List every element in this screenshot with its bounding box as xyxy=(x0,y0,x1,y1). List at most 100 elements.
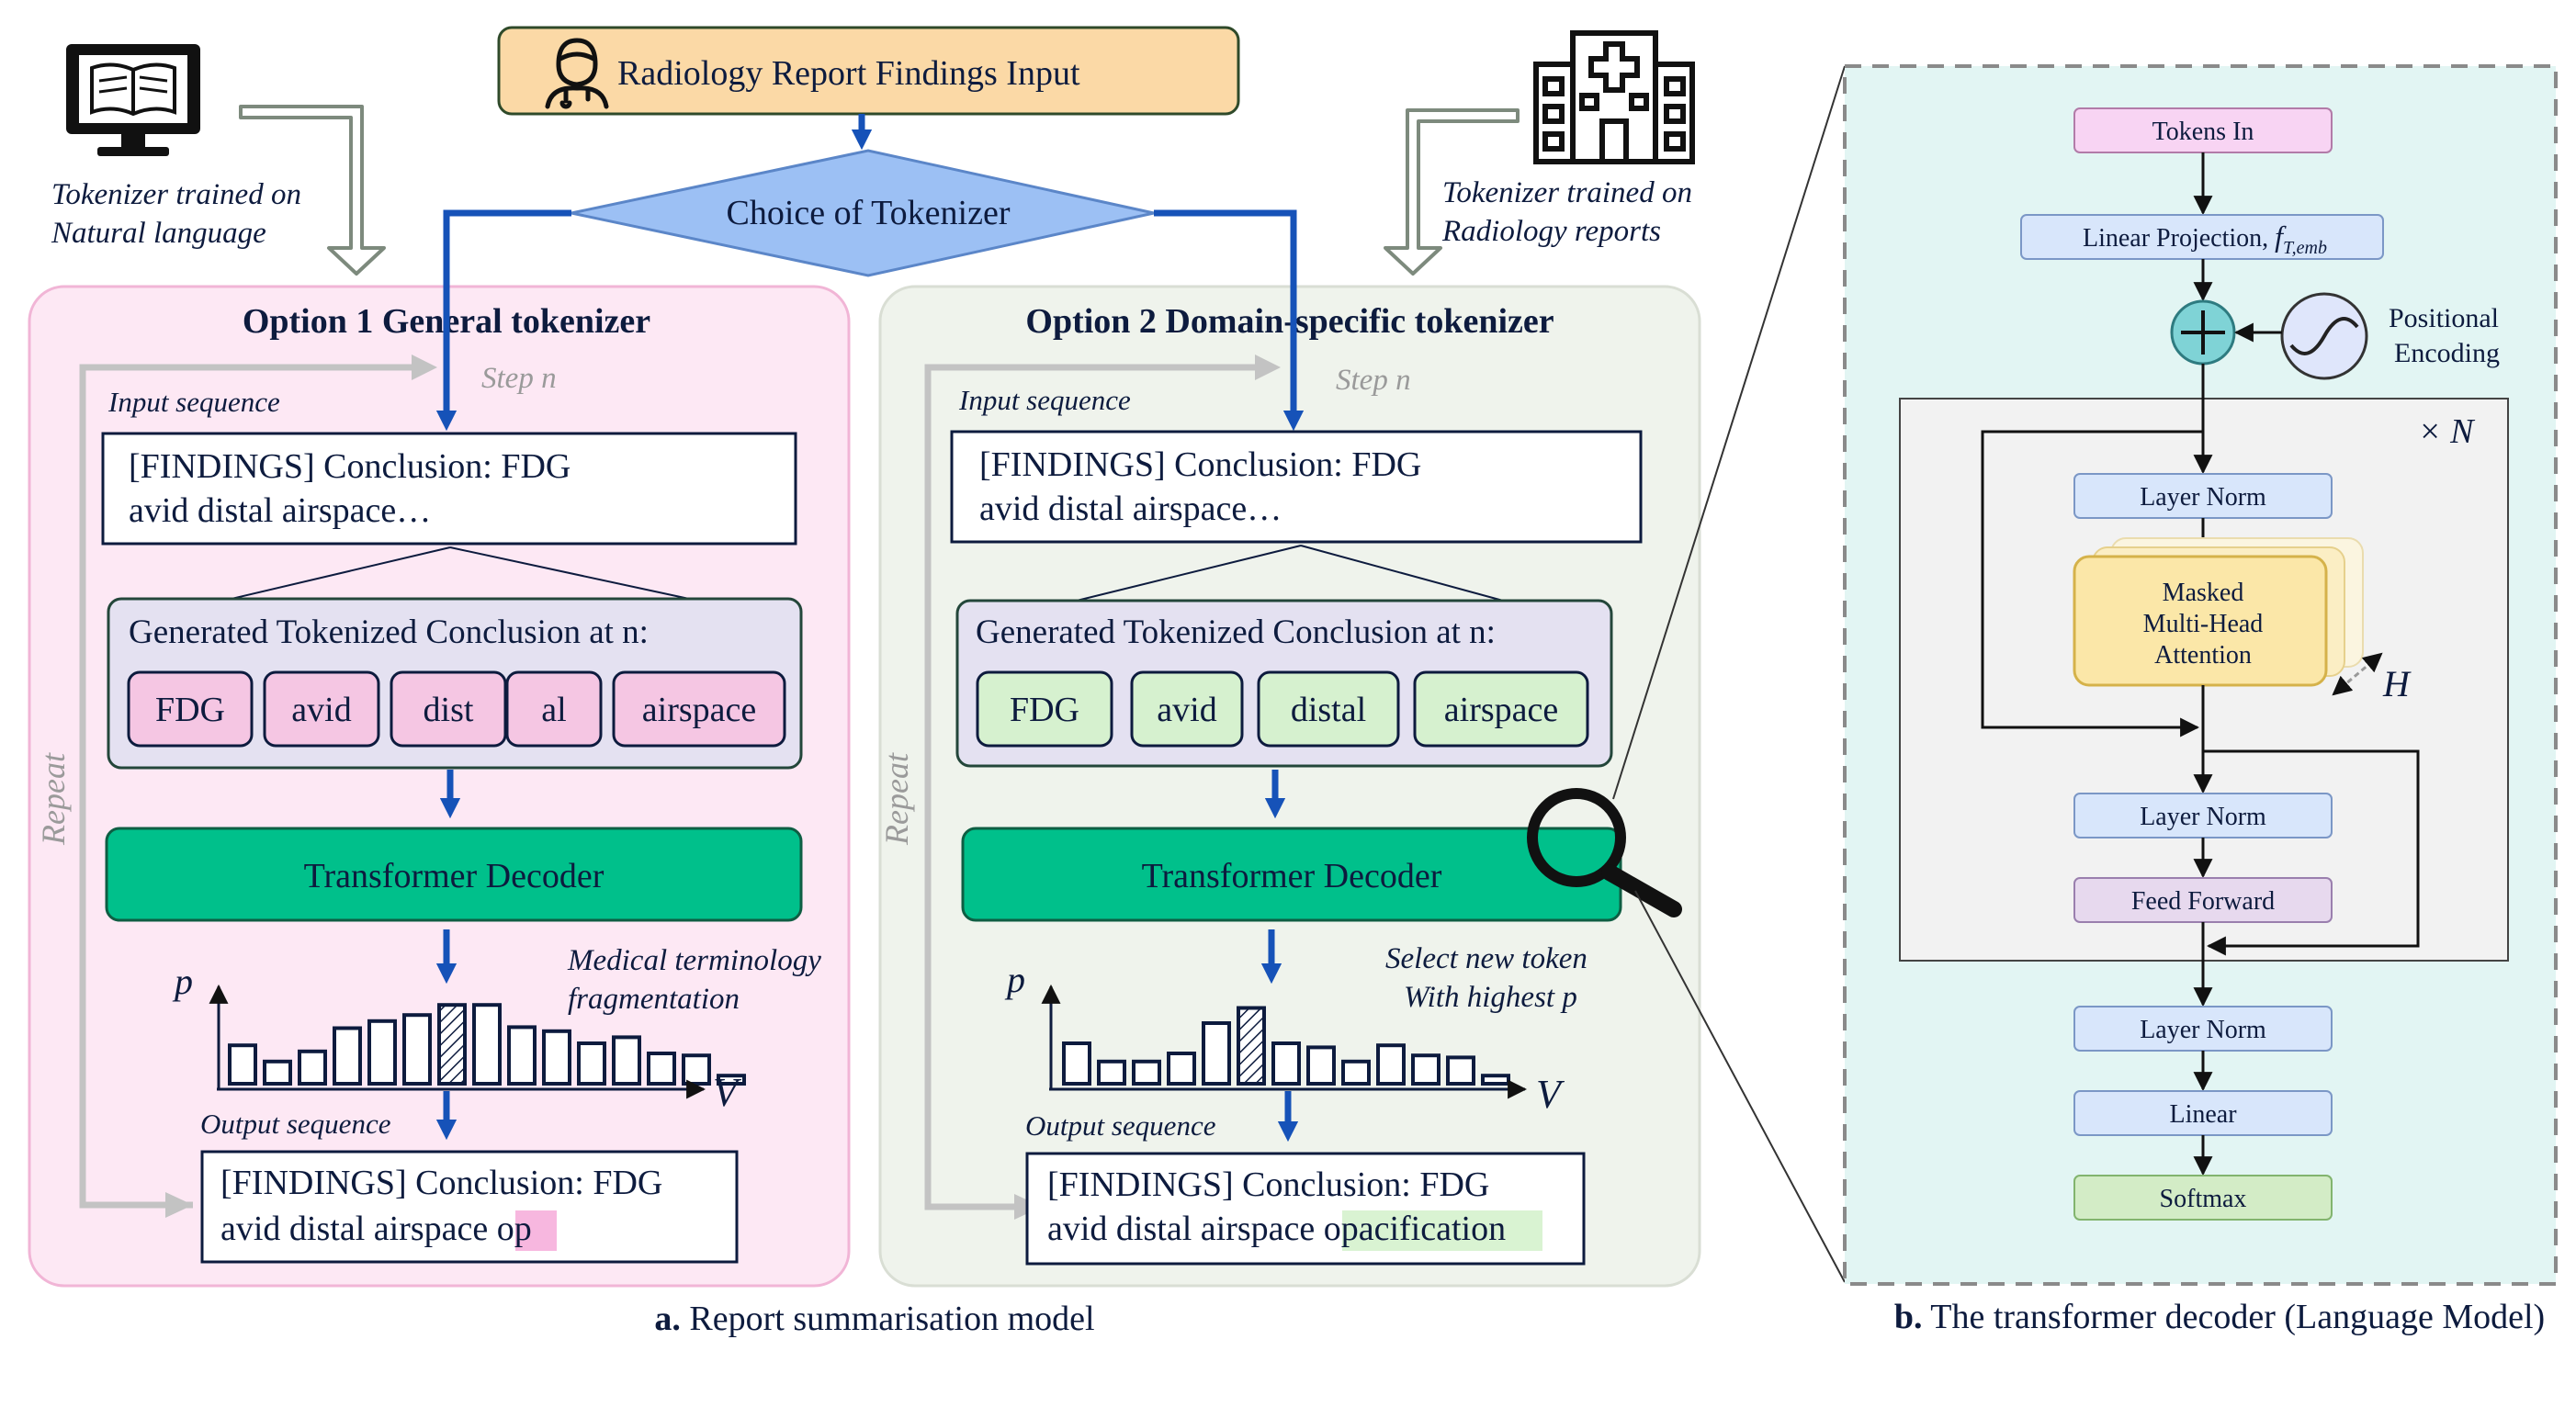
option2-probability-bar xyxy=(1237,1006,1266,1086)
natural-tokenizer-line2: Natural language xyxy=(51,217,266,250)
option2-repeat-loop xyxy=(924,355,1281,1210)
option1-probability-bar xyxy=(472,1003,502,1086)
option2-new-token-highlight xyxy=(1342,1210,1542,1251)
option1-probability-bar xyxy=(437,1003,467,1086)
attention-line1: Masked xyxy=(2163,579,2244,607)
option1-probability-bar xyxy=(367,1019,397,1086)
option1-probability-bar xyxy=(298,1049,327,1086)
option1-zoom-line-right xyxy=(449,546,690,600)
option1-probability-bar xyxy=(402,1013,432,1086)
findings-input-label: Radiology Report Findings Input xyxy=(617,54,1080,93)
option1-token-text: FDG xyxy=(155,691,225,729)
option2-token-chip xyxy=(1413,670,1589,748)
doctor-icon xyxy=(545,38,609,109)
attention-line2: Multi-Head xyxy=(2143,610,2264,638)
option1-transformer-decoder xyxy=(105,827,803,922)
softmax-label: Softmax xyxy=(2160,1185,2247,1213)
option1-probability-bar xyxy=(333,1026,362,1086)
caption-a: a. Report summarisation model xyxy=(654,1300,1094,1338)
option2-zoom-line-left xyxy=(1076,545,1302,602)
option2-token-text: distal xyxy=(1291,691,1366,729)
option1-step-label: Step n xyxy=(481,362,557,395)
option1-annotation-line1: Medical terminology xyxy=(567,944,821,977)
option1-token-text: dist xyxy=(424,691,474,729)
option2-probability-bar xyxy=(1271,1041,1301,1086)
option2-output-prefix: avid distal airspace xyxy=(1047,1210,1315,1248)
tokens-in-label: Tokens In xyxy=(2152,118,2254,146)
layer-norm-3-label: Layer Norm xyxy=(2140,1016,2266,1044)
caption-b-text: The transformer decoder (Language Model) xyxy=(1922,1298,2545,1336)
radiology-tokenizer-line1: Tokenizer trained on xyxy=(1442,176,1692,209)
radiology-tokenizer-arrow xyxy=(1384,108,1520,276)
option1-token-chip xyxy=(127,670,254,748)
caption-a-text: Report summarisation model xyxy=(681,1300,1095,1338)
option2-input-line2: avid distal airspace… xyxy=(979,490,1282,528)
zoom-connector-bottom xyxy=(1634,890,1846,1283)
option2-annotation-line1: Select new token xyxy=(1385,942,1587,975)
option1-generated-label: Generated Tokenized Conclusion at n: xyxy=(129,613,649,651)
option1-token-chip xyxy=(263,670,380,748)
option2-annotation-line2: With highest p xyxy=(1404,981,1577,1014)
option2-axis-v: V xyxy=(1536,1072,1565,1117)
option2-token-list: FDG avid distal airspace xyxy=(976,670,1589,748)
option2-probability-bar xyxy=(1481,1074,1510,1086)
option2-probability-bar xyxy=(1306,1045,1336,1086)
option1-probability-bar xyxy=(507,1025,537,1086)
option1-token-text: airspace xyxy=(642,691,756,729)
option1-token-text: al xyxy=(541,691,566,729)
linear-projection-label: Linear Projection, fT,emb xyxy=(2083,219,2327,258)
option2-probability-bar xyxy=(1341,1059,1371,1086)
option2-generated-label: Generated Tokenized Conclusion at n: xyxy=(976,613,1496,651)
option2-step-label: Step n xyxy=(1336,364,1411,397)
caption-b: b. The transformer decoder (Language Mod… xyxy=(1894,1298,2545,1336)
option2-zoom-line-right xyxy=(1300,545,1504,602)
natural-tokenizer-line1: Tokenizer trained on xyxy=(51,178,301,211)
option2-probability-bar xyxy=(1446,1055,1475,1086)
linear-label: Linear xyxy=(2169,1100,2237,1129)
option1-decoder-label: Transformer Decoder xyxy=(304,857,604,895)
option2-new-token: opacification xyxy=(1324,1210,1506,1248)
option2-output-label: Output sequence xyxy=(1025,1109,1216,1142)
option2-input-label: Input sequence xyxy=(958,384,1131,416)
option1-input-line1: [FINDINGS] Conclusion: FDG xyxy=(129,447,571,486)
positional-line1: Positional xyxy=(2389,303,2499,333)
option1-repeat-loop xyxy=(79,355,437,1209)
option2-input-line1: [FINDINGS] Conclusion: FDG xyxy=(979,445,1421,484)
findings-input-box xyxy=(497,26,1240,116)
heads-label: H xyxy=(2382,663,2412,704)
option2-probability-bar xyxy=(1202,1021,1231,1086)
branch-to-option1 xyxy=(443,209,571,292)
linear-projection-text: Linear Projection, xyxy=(2083,224,2275,253)
monitor-book-icon xyxy=(66,44,200,156)
masked-attention-box xyxy=(2073,555,2328,687)
option1-output-label: Output sequence xyxy=(200,1108,391,1140)
option2-token-chip xyxy=(1257,670,1400,748)
linear-projection-subscript: T,emb xyxy=(2283,238,2327,258)
option1-probability-bar xyxy=(682,1053,711,1086)
option1-token-chip xyxy=(612,670,786,748)
branch-to-option2 xyxy=(1154,209,1297,292)
magnifier-icon xyxy=(1527,788,1682,917)
option2-input-sequence-box xyxy=(950,430,1643,544)
residual-1 xyxy=(1981,430,2203,737)
layer-norm-2-label: Layer Norm xyxy=(2140,803,2266,831)
option1-probability-bar xyxy=(542,1029,571,1086)
option1-probability-bar xyxy=(717,1074,746,1086)
option1-output-line2: avid distal airspace op xyxy=(220,1210,532,1248)
heads-arrow xyxy=(2332,652,2383,696)
option1-axis-p: p xyxy=(172,961,193,1002)
option2-token-text: airspace xyxy=(1444,691,1558,729)
natural-tokenizer-arrow xyxy=(239,105,386,276)
option2-token-text: FDG xyxy=(1010,691,1079,729)
option1-probability-bar xyxy=(612,1035,641,1086)
option2-token-text: avid xyxy=(1157,691,1216,729)
layer-norm-1-label: Layer Norm xyxy=(2140,483,2266,512)
option1-input-sequence-box xyxy=(101,432,797,546)
option1-axis-v: V xyxy=(713,1070,742,1115)
option1-input-line2: avid distal airspace… xyxy=(129,491,431,530)
caption-b-label: b. xyxy=(1894,1298,1923,1336)
tokenizer-choice-label: Choice of Tokenizer xyxy=(727,194,1011,232)
